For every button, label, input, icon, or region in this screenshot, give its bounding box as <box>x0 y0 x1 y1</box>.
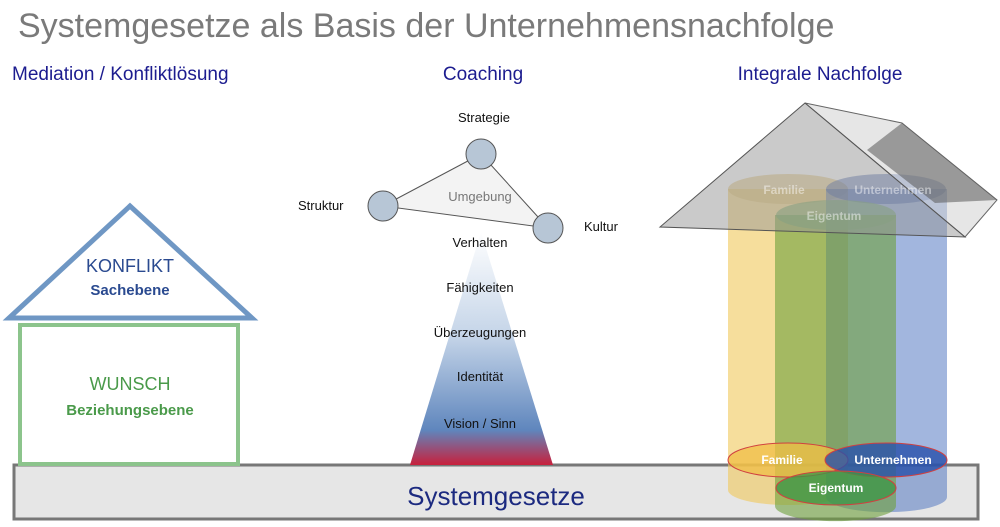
environment-triangle <box>381 153 550 229</box>
top-label-unternehmen: Unternehmen <box>854 183 931 197</box>
level-label: Vision / Sinn <box>444 416 516 431</box>
wall-title: WUNSCH <box>90 374 171 394</box>
base-ellipse-unternehmen <box>824 442 948 478</box>
top-label-eigentum: Eigentum <box>807 209 862 223</box>
roof-title: KONFLIKT <box>86 256 174 276</box>
level-label: Verhalten <box>453 235 508 250</box>
house-wall <box>18 323 240 466</box>
base-label-unternehmen: Unternehmen <box>854 453 931 467</box>
heading-coaching: Coaching <box>443 64 523 85</box>
coaching-diagram: Strategie Struktur Kultur Umgebung Verha… <box>298 110 619 465</box>
levels-cone <box>410 232 553 465</box>
page-title: Systemgesetze als Basis der Unternehmens… <box>18 7 834 45</box>
label-kultur: Kultur <box>584 219 619 234</box>
node-struktur <box>367 190 399 222</box>
label-umgebung: Umgebung <box>448 189 512 204</box>
nachfolge-diagram: Familie Unternehmen Eigentum Familie Unt… <box>658 102 998 522</box>
wall-subtitle: Beziehungsebene <box>66 402 194 419</box>
label-strategie: Strategie <box>458 110 510 125</box>
mediation-house: KONFLIKT Sachebene WUNSCH Beziehungseben… <box>2 202 259 466</box>
heading-mediation: Mediation / Konfliktlösung <box>12 64 229 85</box>
base-label-eigentum: Eigentum <box>809 481 864 495</box>
level-label: Fähigkeiten <box>446 280 513 295</box>
level-label: Überzeugungen <box>434 325 527 340</box>
level-label: Identität <box>457 369 504 384</box>
label-struktur: Struktur <box>298 198 344 213</box>
node-strategie <box>465 138 497 170</box>
roof-subtitle: Sachebene <box>90 282 169 299</box>
base-label-familie: Familie <box>761 453 803 467</box>
base-ellipse-eigentum <box>775 470 897 506</box>
roof-shadow <box>867 123 997 203</box>
heading-nachfolge: Integrale Nachfolge <box>738 64 903 85</box>
base-label: Systemgesetze <box>407 481 585 511</box>
node-kultur <box>532 212 564 244</box>
house-roof <box>2 202 259 321</box>
top-label-familie: Familie <box>763 183 805 197</box>
roof-front <box>658 102 967 238</box>
